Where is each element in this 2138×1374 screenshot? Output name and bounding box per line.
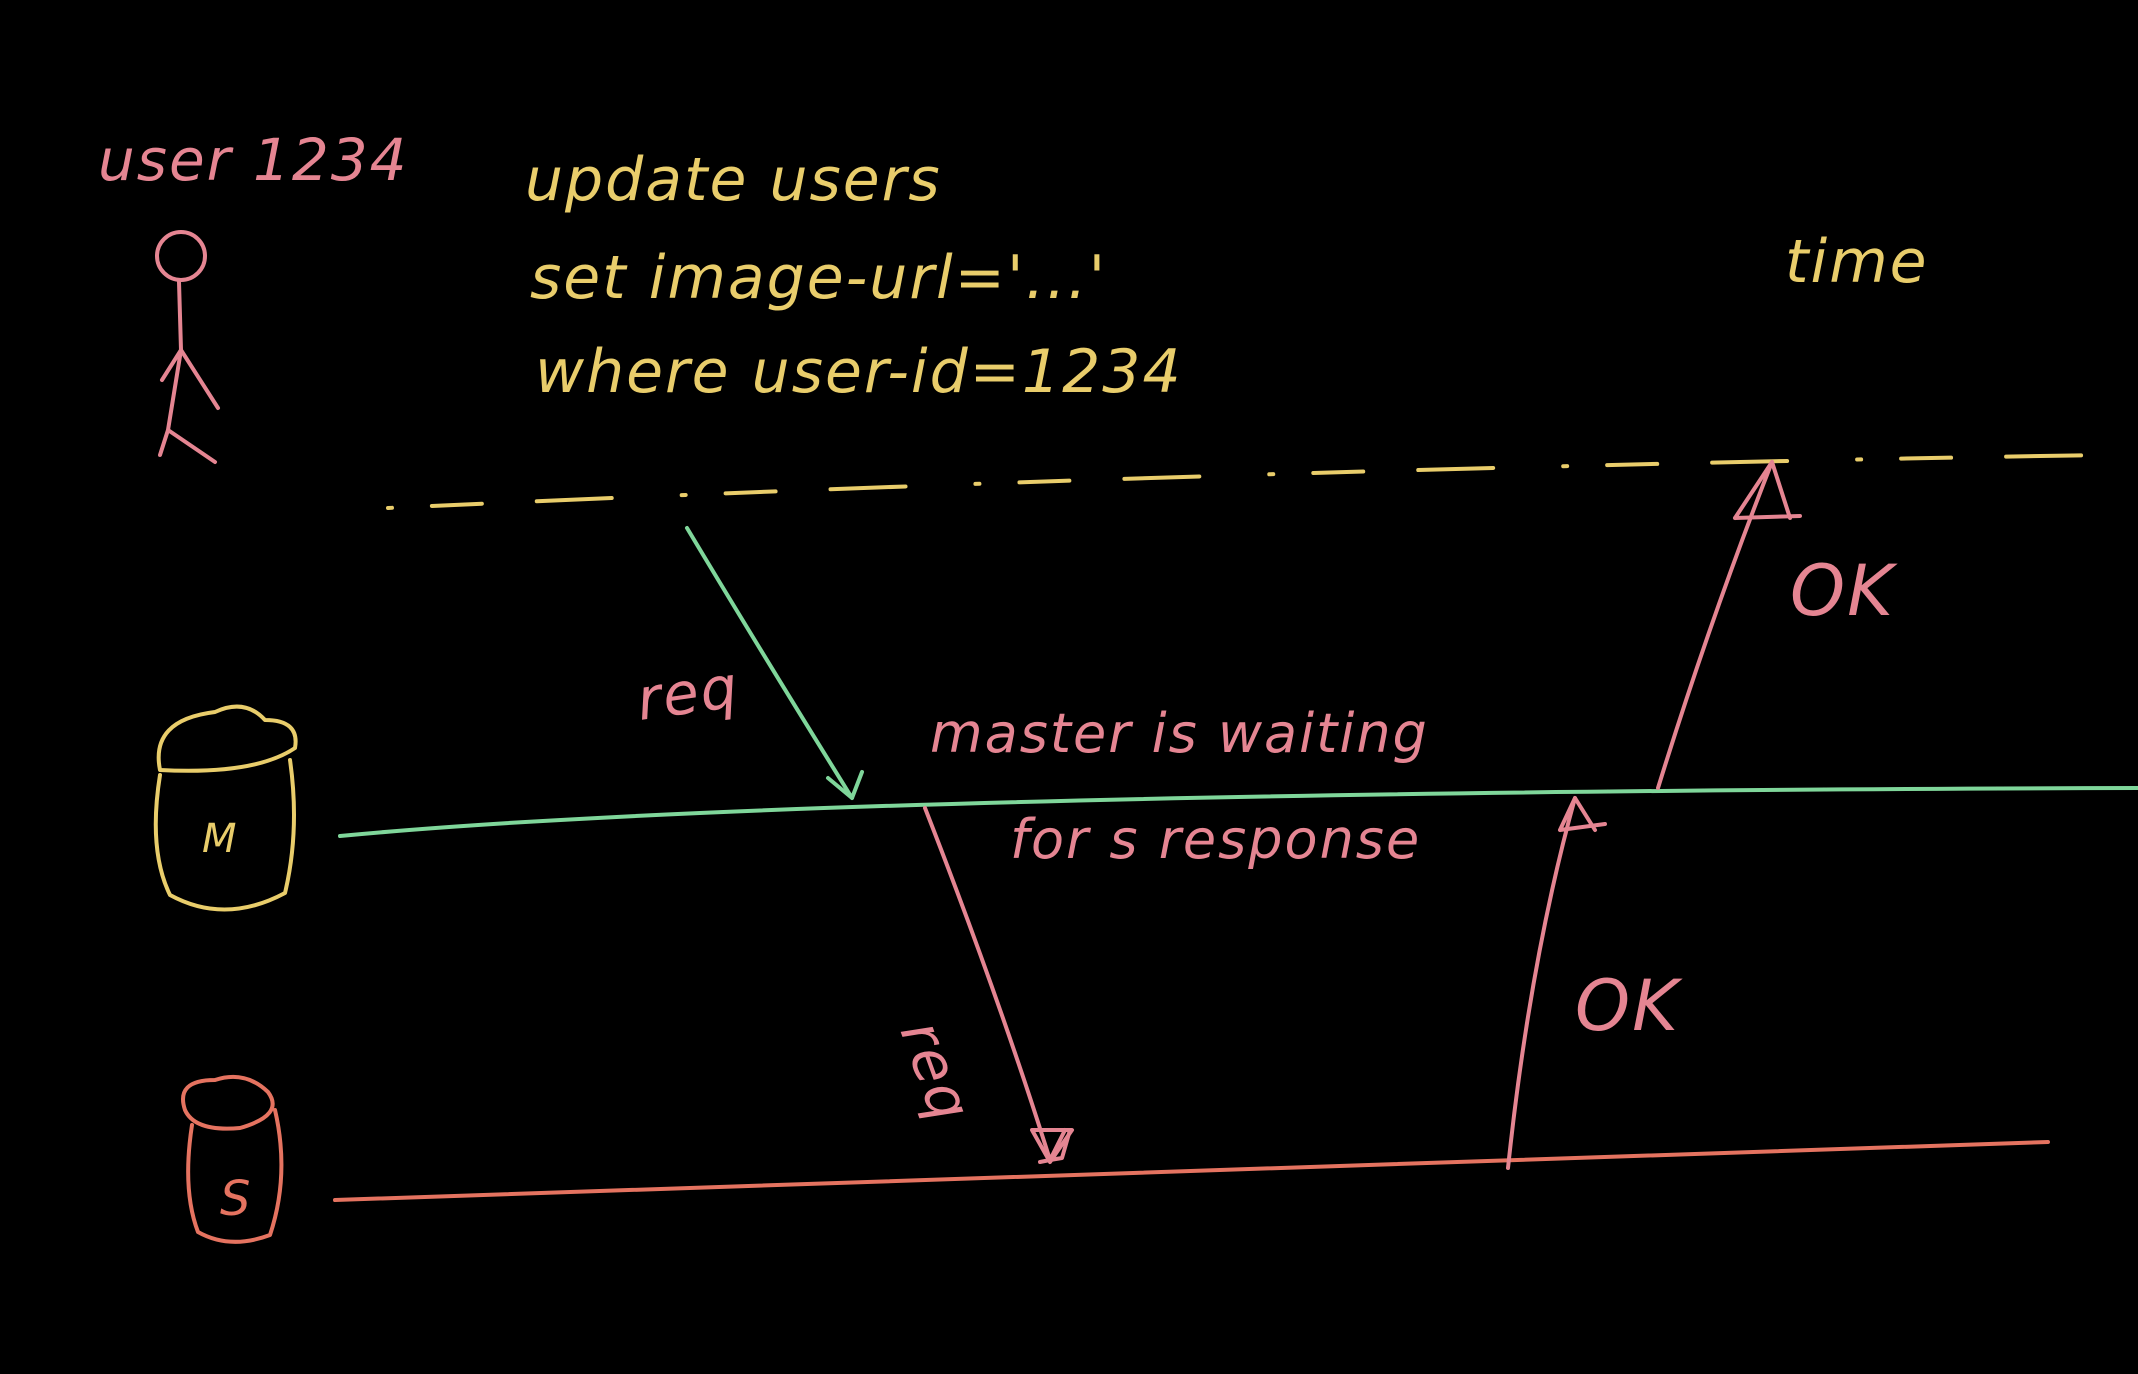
req-arrow-master-to-slave [923,806,1074,1164]
stick-figure-icon [155,230,220,464]
slave-timeline [333,1140,2050,1202]
ok-arrow-slave-to-master [1506,796,1607,1170]
master-timeline [338,786,2138,838]
master-database-icon [153,704,298,912]
note-line-2: for s response [1010,808,1421,871]
ok-label-master-to-user: OK [1790,550,1898,632]
user-label: user 1234 [98,126,409,194]
note-line-1: master is waiting [930,702,1429,765]
query-line-2: set image-url='...' [530,243,1107,313]
slave-label: S [220,1171,252,1227]
user-timeline [386,453,2102,510]
ok-label-slave-to-master: OK [1575,965,1683,1047]
req-label-user-to-master: req [632,652,743,734]
ok-arrow-master-to-user [1656,460,1802,790]
req-label-master-to-slave: req [887,1012,986,1131]
req-arrow-user-to-master [685,526,864,800]
slave-database-icon [181,1075,284,1244]
time-label: time [1785,227,1929,297]
query-line-1: update users [525,145,942,215]
master-label: M [202,816,239,862]
query-line-3: where user-id=1234 [535,337,1183,407]
